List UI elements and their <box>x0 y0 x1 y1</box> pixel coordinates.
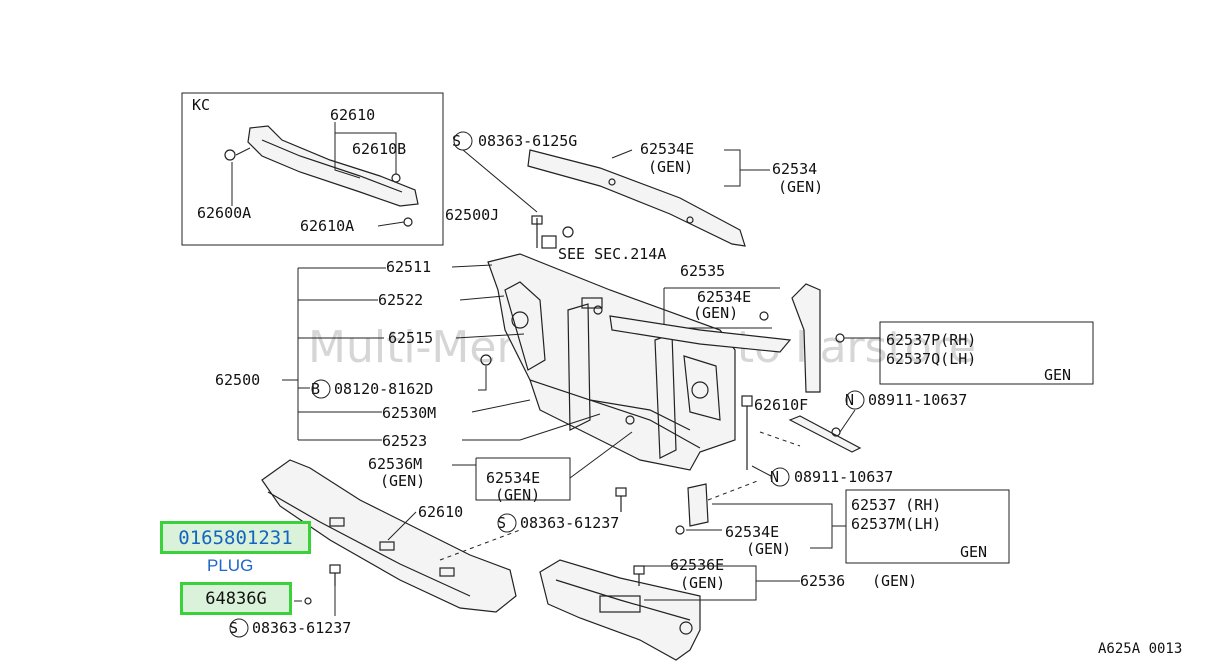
label-62500: 62500 <box>215 371 260 389</box>
plug-part <box>304 597 312 605</box>
label-gen-62536: (GEN) <box>872 572 917 590</box>
label-62523: 62523 <box>382 432 427 450</box>
label-62610f: 62610F <box>754 396 808 414</box>
label-62534e-low: 62534E <box>486 469 540 487</box>
label-gen-low: (GEN) <box>495 486 540 504</box>
highlight-part-number[interactable]: 0165801231 <box>160 521 311 554</box>
radiator-core-support <box>487 253 736 471</box>
bolt-62536e <box>633 565 645 586</box>
part-62535-bracket <box>609 311 792 353</box>
label-08911-10637-a: 08911-10637 <box>868 391 967 409</box>
label-62522: 62522 <box>378 291 423 309</box>
part-number-text: 0165801231 <box>178 526 293 549</box>
front-bumper-62610 <box>261 459 517 613</box>
label-62534e-mid: 62534E <box>697 288 751 306</box>
symbol-s-2: S <box>497 514 506 532</box>
inset-part-62610a: 62610A <box>300 217 354 235</box>
label-gen-top: (GEN) <box>648 158 693 176</box>
label-62534: 62534 <box>772 160 817 178</box>
inset-label: KC <box>192 96 210 114</box>
label-62536e: 62536E <box>670 556 724 574</box>
label-08120-8162d: 08120-8162D <box>334 380 433 398</box>
bolt-08363-61237-a <box>615 487 627 512</box>
label-gen-62536m: (GEN) <box>380 472 425 490</box>
label-62534e-bot: 62534E <box>725 523 779 541</box>
label-62500j: 62500J <box>445 206 499 224</box>
label-gen-box2: GEN <box>960 543 987 561</box>
figure-code: A625A 0013 <box>1098 641 1182 657</box>
label-08363-61237-b: 08363-61237 <box>252 619 351 637</box>
symbol-n-1: N <box>845 391 854 409</box>
label-08363-6125g: 08363-6125G <box>478 132 577 150</box>
label-gen-bot: (GEN) <box>746 540 791 558</box>
code-64836g-text: 64836G <box>205 588 267 609</box>
symbol-s-1: S <box>452 132 461 150</box>
label-62537m: 62537M(LH) <box>851 515 941 533</box>
bolt-08363-61237-b <box>329 564 341 586</box>
inset-part-62610: 62610 <box>330 106 375 124</box>
lower-crossmember-62536 <box>539 559 701 661</box>
label-62536m: 62536M <box>368 455 422 473</box>
label-62530m: 62530M <box>382 404 436 422</box>
inset-part-62600a: 62600A <box>197 204 251 222</box>
upper-support-bar <box>527 149 746 247</box>
label-62537p: 62537P(RH) <box>886 331 976 349</box>
label-62535: 62535 <box>680 262 725 280</box>
symbol-s-3: S <box>229 619 238 637</box>
label-62610: 62610 <box>418 503 463 521</box>
inset-frame <box>181 92 444 246</box>
label-62511: 62511 <box>386 258 431 276</box>
label-08911-10637-b: 08911-10637 <box>794 468 893 486</box>
label-gen-box1: GEN <box>1044 366 1071 384</box>
box-62537p <box>879 321 1094 385</box>
label-08363-61237-a: 08363-61237 <box>520 514 619 532</box>
label-62537: 62537 (RH) <box>851 496 941 514</box>
symbol-n-2: N <box>770 468 779 486</box>
label-62536: 62536 <box>800 572 845 590</box>
bolt-62500j <box>531 215 543 248</box>
label-62515: 62515 <box>388 329 433 347</box>
strip-62610f <box>788 415 862 453</box>
symbol-b: B <box>311 380 320 398</box>
label-62534e-top: 62534E <box>640 140 694 158</box>
bolt-62610f <box>741 395 753 470</box>
label-gen-62536e: (GEN) <box>680 574 725 592</box>
label-gen-mid: (GEN) <box>693 304 738 322</box>
clip-see-sec <box>541 226 574 249</box>
label-62537q: 62537Q(LH) <box>886 350 976 368</box>
highlight-code-64836g[interactable]: 64836G <box>180 582 292 615</box>
side-bracket-62537 <box>675 483 709 535</box>
label-see-sec: SEE SEC.214A <box>558 245 666 263</box>
plug-label: PLUG <box>207 556 254 575</box>
label-gen-62534: (GEN) <box>778 178 823 196</box>
inset-part-62610b: 62610B <box>352 140 406 158</box>
